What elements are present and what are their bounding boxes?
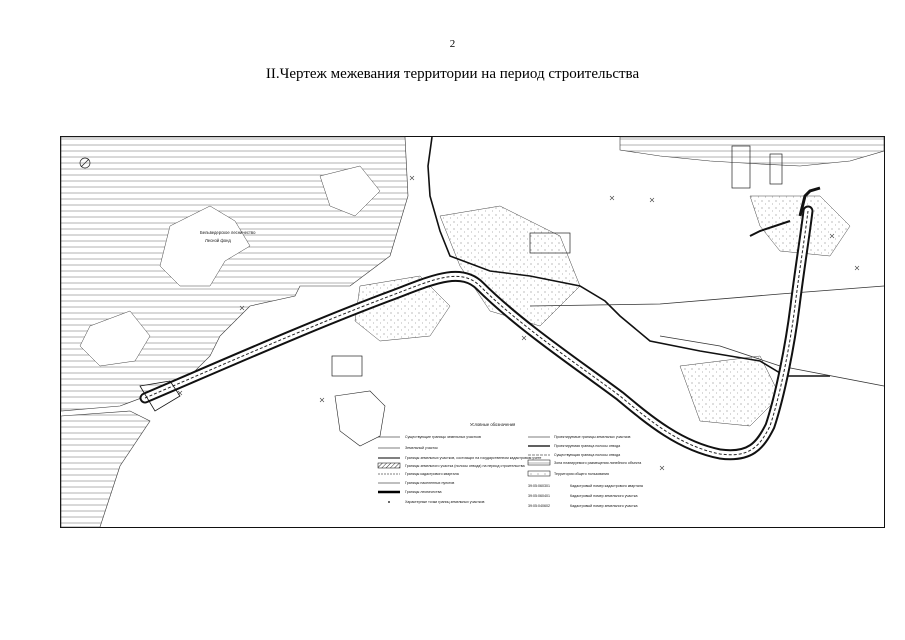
- settlement-boundary: [427, 136, 830, 377]
- vegetation-area-3: [749, 195, 851, 257]
- forest-fund-zone: [60, 136, 409, 412]
- document-title: II.Чертеж межевания территории на период…: [265, 66, 640, 82]
- legend-right-4: Зона планируемого размещения линейного о…: [554, 461, 641, 465]
- legend-left-3: Границы земельных участков, состоящих на…: [405, 456, 541, 460]
- legend-title: Условные обозначения: [470, 422, 515, 427]
- legend-code-caption-1: Кадастровый номер кадастрового квартала: [570, 484, 643, 488]
- vegetation-area-2: [354, 275, 451, 342]
- legend-left-1: Существующие границы земельных участков: [405, 435, 481, 439]
- legend-code-1: 39:05:060301: [528, 484, 550, 488]
- legend-code-caption-2: Кадастровый номер земельного участка: [570, 494, 637, 498]
- legend-right-1: Проектируемые границы земельных участков: [554, 435, 631, 439]
- quarter-boundary: [529, 285, 885, 307]
- area-label-forestry: Бельведерское лесничество: [200, 230, 256, 235]
- legend-left-6: Границы населенных пунктов: [405, 481, 454, 485]
- road-branch: [798, 186, 821, 217]
- cadastral-drawing: Бельведерское лесничество Лесной фонд Ус…: [60, 136, 885, 528]
- building-1: [731, 145, 751, 189]
- building-3: [529, 232, 571, 254]
- clearing-3: [79, 310, 151, 367]
- legend-left-7: Границы лесничества: [405, 490, 441, 494]
- legend-right-2: Проектируемая граница полосы отвода: [554, 444, 620, 448]
- forest-zone-lower: [60, 410, 151, 528]
- legend-code-3: 39:05:040602: [528, 504, 550, 508]
- area-label-forest-fund: Лесной фонд: [205, 238, 231, 243]
- legend-left-5: Границы кадастрового квартала: [405, 472, 459, 476]
- building-2: [769, 153, 783, 185]
- legend-code-2: 39:05:060401: [528, 494, 550, 498]
- cross-marks: [177, 175, 860, 471]
- land-plot: [334, 390, 386, 447]
- building-4: [331, 355, 363, 377]
- legend-right-5: Территория общего пользования: [554, 472, 609, 476]
- page-number: 2: [449, 38, 456, 50]
- legend-code-caption-3: Кадастровый номер земельного участка: [570, 504, 637, 508]
- road-branch-west: [749, 220, 791, 237]
- clearing-1: [159, 205, 251, 287]
- legend-left-4: Границы земельного участка (полосы отвод…: [405, 464, 525, 468]
- corridor-end: [139, 380, 181, 412]
- legend: Условные обозначения Существующие границ…: [377, 422, 643, 508]
- clearing-2: [319, 165, 381, 217]
- road-corridor: [139, 205, 814, 461]
- water-area: [619, 136, 885, 167]
- vegetation-area-4: [679, 355, 781, 427]
- north-arrow-icon: [79, 157, 91, 169]
- legend-left-2: Земельный участок: [405, 446, 438, 450]
- legend-left-8: Характерные точки границ земельных участ…: [405, 500, 485, 504]
- legend-right-3: Существующая граница полосы отвода: [554, 453, 620, 457]
- quarter-boundary-2: [659, 335, 885, 387]
